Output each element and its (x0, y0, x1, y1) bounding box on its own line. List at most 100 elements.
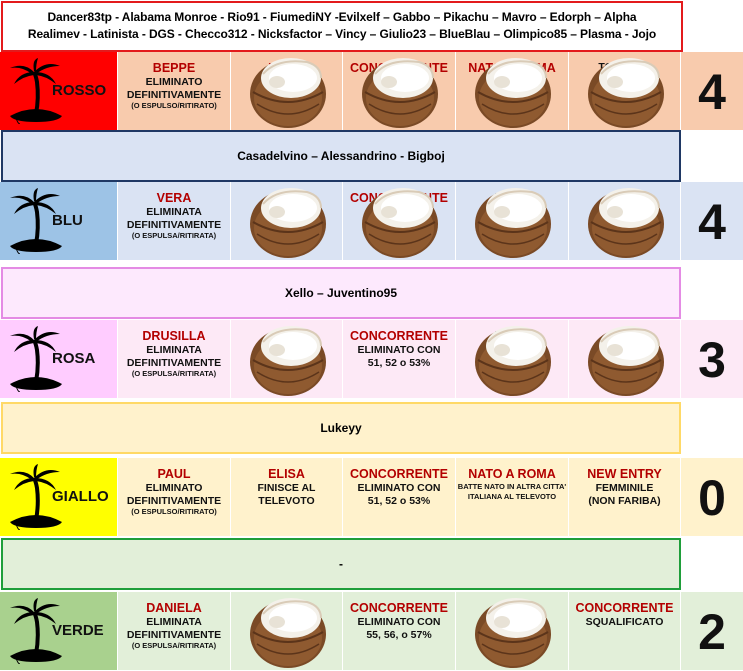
reserve-players-text: Xello – Juventino95 (284, 286, 398, 300)
reserve-players-box: Casadelvino – Alessandrino - Bigboj (1, 130, 681, 182)
cell-title: NATO A ROMA (468, 467, 556, 481)
challenge-cell: ELISA (231, 52, 343, 130)
cell-title: PAUL (157, 467, 191, 481)
cell-title: CONCORRENTE (575, 601, 674, 615)
challenge-cell (231, 182, 343, 260)
cell-note: (O ESPULSO/RITIRATO) (131, 507, 217, 516)
team-score-cell: 2 (681, 592, 743, 670)
cell-title: CONCORRENTE (350, 329, 448, 343)
cell-line-2: DEFINITIVAMENTE (126, 494, 222, 507)
palm-island-icon (10, 326, 62, 392)
cell-line-2: DEFINITIVAMENTE (126, 218, 222, 231)
challenge-cell (456, 592, 569, 670)
cell-line-2: DEFINITIVAMENTE (126, 88, 222, 101)
team-label: VERDE (0, 592, 118, 670)
cell-note: BATTE NATO IN ALTRA CITTA' ITALIANA AL T… (457, 482, 567, 501)
cell-line-1: FEMMINILE (595, 482, 654, 494)
coconut-icon (362, 188, 438, 258)
coconut-icon (475, 58, 551, 128)
cell-line-1: ELIMINATA (146, 344, 202, 356)
challenge-cell (569, 182, 681, 260)
team-score: 4 (698, 194, 726, 250)
coconut-icon (250, 58, 326, 128)
cell-line-2: TELEVOTO (258, 494, 315, 507)
reserve-players-box: Xello – Juventino95 (1, 267, 681, 319)
coconut-icon (250, 598, 326, 668)
challenge-cell (231, 592, 343, 670)
coconut-icon (475, 598, 551, 668)
team-name: VERDE (52, 622, 104, 639)
coconut-icon (250, 326, 326, 396)
cell-title: ELISA (268, 467, 305, 481)
cell-line-2: 55, 56, o 57% (366, 628, 432, 641)
players-list-line-2: Realimev - Latinista - DGS - Checco312 -… (27, 27, 657, 41)
team-score: 0 (698, 470, 726, 526)
cell-title: DANIELA (146, 601, 202, 615)
team-name: BLU (52, 212, 83, 229)
team-name: ROSSO (52, 82, 107, 99)
cell-line-1: ELIMINATO (145, 482, 203, 494)
cell-title: DRUSILLA (142, 329, 206, 343)
coconut-icon (475, 326, 551, 396)
team-name: GIALLO (52, 488, 109, 505)
cell-note: (O ESPULSA/RITIRATA) (131, 641, 217, 650)
cell-line-2: DEFINITIVAMENTE (126, 356, 222, 369)
team-name: ROSA (52, 350, 96, 367)
team-score-cell: 4 (681, 52, 743, 130)
reserve-players-text: Lukeyy (320, 421, 362, 435)
coconut-icon (250, 188, 326, 258)
cell-line-2: DEFINITIVAMENTE (126, 628, 222, 641)
cell-line-1: SQUALIFICATO (585, 616, 664, 628)
team-score: 3 (698, 332, 726, 388)
cell-note: (O ESPULSA/RITIRATA) (131, 369, 217, 378)
team-score-cell: 3 (681, 320, 743, 398)
cell-note: (O ESPULSA/RITIRATA) (131, 231, 217, 240)
cell-line-1: ELIMINATA (146, 616, 202, 628)
players-list-line-1: Dancer83tp - Alabama Monroe - Rio91 - Fi… (47, 10, 637, 24)
cell-title: VERA (156, 191, 192, 205)
cell-line-2: 51, 52 o 53% (367, 494, 431, 507)
coconut-icon (588, 326, 664, 396)
team-label: BLU (0, 182, 118, 260)
reserve-players-text: - (339, 557, 343, 571)
palm-island-icon (10, 598, 62, 664)
cell-note: (O ESPULSO/RITIRATO) (131, 101, 217, 110)
cell-line-1: ELIMINATO (145, 76, 203, 88)
cell-line-1: ELIMINATA (146, 206, 202, 218)
team-score-cell: 4 (681, 182, 743, 260)
team-label: ROSSO (0, 52, 118, 130)
cell-line-1: ELIMINATO CON (357, 616, 441, 628)
coconut-icon (475, 188, 551, 258)
challenge-cell (231, 320, 343, 398)
team-label: ROSA (0, 320, 118, 398)
reserve-players-box: - (1, 538, 681, 590)
team-score: 2 (698, 604, 726, 660)
players-list-box: Dancer83tp - Alabama Monroe - Rio91 - Fi… (1, 1, 683, 52)
reserve-players-text: Casadelvino – Alessandrino - Bigboj (237, 149, 445, 163)
cell-line-1: ELIMINATO CON (357, 344, 441, 356)
palm-island-icon (10, 58, 62, 124)
coconut-icon (588, 58, 664, 128)
coconut-icon (362, 58, 438, 128)
team-score: 4 (698, 64, 726, 120)
challenge-cell: TOSCANO (569, 52, 681, 130)
